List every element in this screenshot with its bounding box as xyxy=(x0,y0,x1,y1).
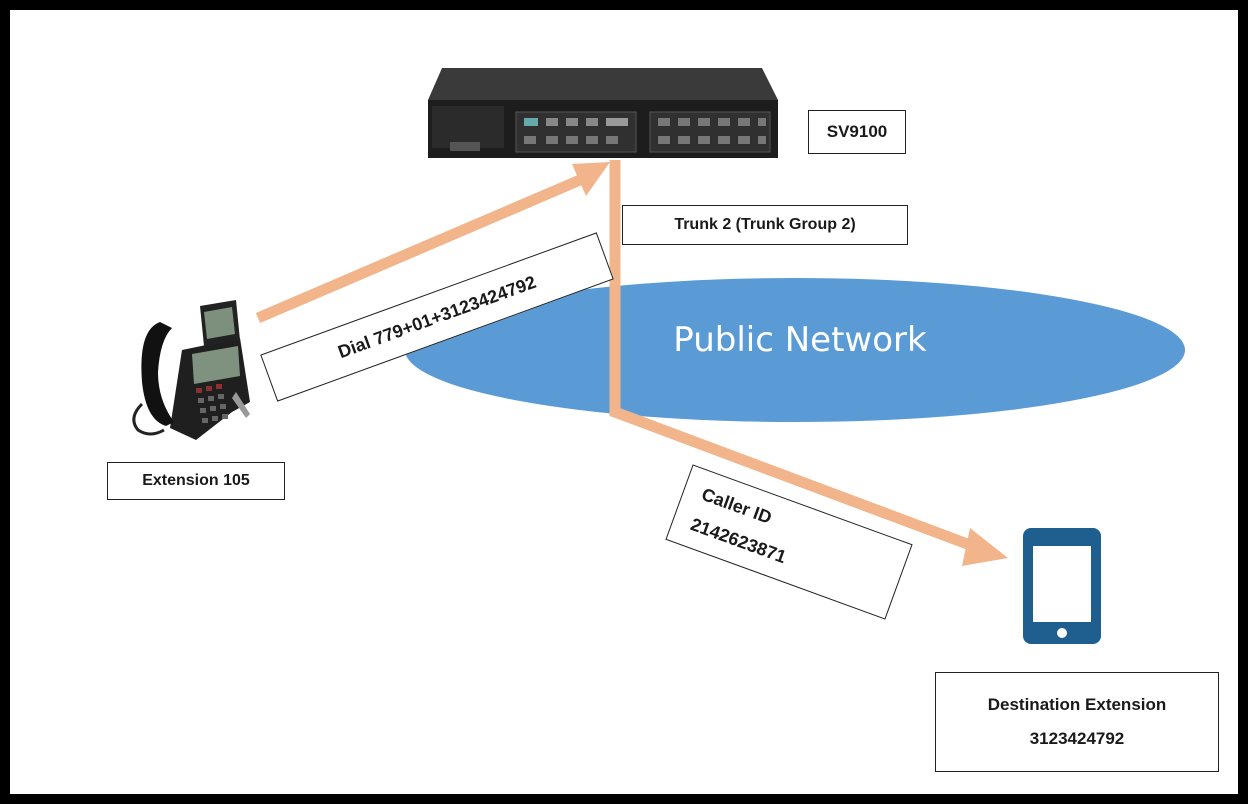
destination-arrowhead xyxy=(962,528,1008,566)
sv9100-label: SV9100 xyxy=(808,110,906,154)
pbx-arrowhead xyxy=(572,162,610,196)
dial-line xyxy=(255,174,583,324)
public-network-ellipse xyxy=(405,278,1185,422)
mobile-device-icon xyxy=(1023,528,1101,644)
desk-phone-icon xyxy=(132,300,250,440)
trunk-label: Trunk 2 (Trunk Group 2) xyxy=(622,205,908,245)
destination-label: Destination Extension 3123424792 xyxy=(935,672,1219,772)
public-network-label: Public Network xyxy=(673,320,927,360)
destination-title: Destination Extension xyxy=(987,695,1167,714)
extension-label: Extension 105 xyxy=(107,462,285,500)
destination-number: 3123424792 xyxy=(1029,729,1125,748)
trunk-line xyxy=(609,160,980,554)
sv9100-device-icon xyxy=(428,68,778,158)
